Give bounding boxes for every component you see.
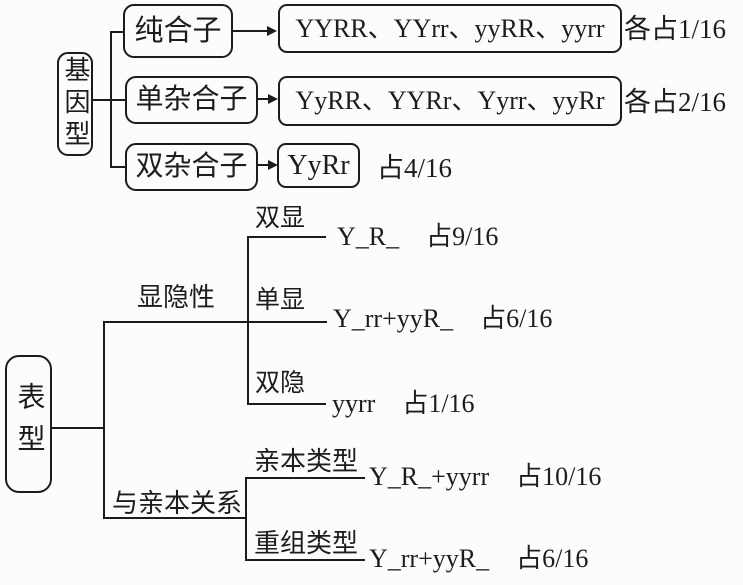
phenotype-item-row: Y_rr+yyR_ 占6/16 xyxy=(369,546,588,572)
phenotype-item-row: Y_rr+yyR_ 占6/16 xyxy=(333,306,552,332)
arrow-right-icon xyxy=(268,94,278,104)
phenotype-item-row: yyrr 占1/16 xyxy=(332,391,475,417)
phenotype-item-row: Y_R_+yyrr 占10/16 xyxy=(369,464,601,490)
item-label-parental-type: 亲本类型 xyxy=(254,447,359,476)
phenotype-group-label-dominance: 显隐性 xyxy=(137,283,216,312)
connector-line xyxy=(110,31,123,33)
branch-line xyxy=(245,477,365,479)
share-label: 占1/16 xyxy=(402,389,475,418)
connector-line xyxy=(247,236,249,405)
genotype-result-box: YYRR、YYrr、yyRR、yyrr xyxy=(278,4,622,53)
genotype-list: YyRR、YYRr、Yyrr、yyRr xyxy=(295,86,605,115)
branch-line xyxy=(247,236,326,238)
connector-line xyxy=(52,427,103,429)
genotype-list: YyRr xyxy=(287,149,350,181)
share-label: 占9/16 xyxy=(426,222,499,251)
share-label: 各占2/16 xyxy=(624,87,727,117)
genotype-root-box: 基因型 xyxy=(57,52,93,156)
item-label-recombinant-type: 重组类型 xyxy=(254,529,359,558)
branch-line xyxy=(103,517,245,519)
arrow-line xyxy=(233,30,269,32)
phenotype-value: Y_R_+yyrr xyxy=(369,462,490,491)
share-label: 占6/16 xyxy=(480,304,553,333)
genotype-branch-box-double-heterozygote: 双杂合子 xyxy=(125,143,258,191)
branch-label: 双杂合子 xyxy=(135,151,248,182)
genotype-result-box: YyRr xyxy=(277,143,360,188)
share-label: 占10/16 xyxy=(516,462,602,491)
genotype-list: YYRR、YYrr、yyRR、yyrr xyxy=(295,13,605,43)
item-label-single-dominant: 单显 xyxy=(255,287,306,314)
phenotype-value: Y_rr+yyR_ xyxy=(369,544,490,573)
arrow-line xyxy=(258,98,270,100)
connector-line xyxy=(110,166,125,168)
genotype-result-box: YyRR、YYRr、Yyrr、yyRr xyxy=(278,76,622,126)
share-label: 占4/16 xyxy=(377,153,453,183)
phenotype-group-label-parent-relation: 与亲本关系 xyxy=(112,489,243,518)
genotype-branch-box-single-heterozygote: 单杂合子 xyxy=(125,76,258,124)
genotype-branch-box-homozygote: 纯合子 xyxy=(123,4,233,58)
phenotype-value: yyrr xyxy=(332,389,376,418)
branch-line xyxy=(103,321,327,323)
share-label: 占6/16 xyxy=(516,544,589,573)
phenotype-root-box: 表型 xyxy=(5,355,52,493)
item-label-double-recessive: 双隐 xyxy=(255,370,306,397)
connector-line xyxy=(110,99,125,101)
share-label: 各占1/16 xyxy=(624,14,727,44)
arrow-right-icon xyxy=(267,26,277,36)
phenotype-item-row: Y_R_ 占9/16 xyxy=(337,224,498,250)
connector-line xyxy=(245,477,247,561)
branch-label: 单杂合子 xyxy=(135,84,248,115)
phenotype-value: Y_R_ xyxy=(337,222,400,251)
branch-label: 纯合子 xyxy=(134,14,222,47)
branch-line xyxy=(245,559,365,561)
arrow-right-icon xyxy=(268,160,278,170)
connector-line xyxy=(91,99,111,101)
item-label-double-dominant: 双显 xyxy=(255,205,306,232)
connector-line xyxy=(103,321,105,519)
phenotype-value: Y_rr+yyR_ xyxy=(333,304,454,333)
phenotype-root-label: 表型 xyxy=(13,382,45,466)
arrow-line xyxy=(258,164,270,166)
genotype-root-label: 基因型 xyxy=(61,56,90,152)
branch-line xyxy=(247,403,326,405)
